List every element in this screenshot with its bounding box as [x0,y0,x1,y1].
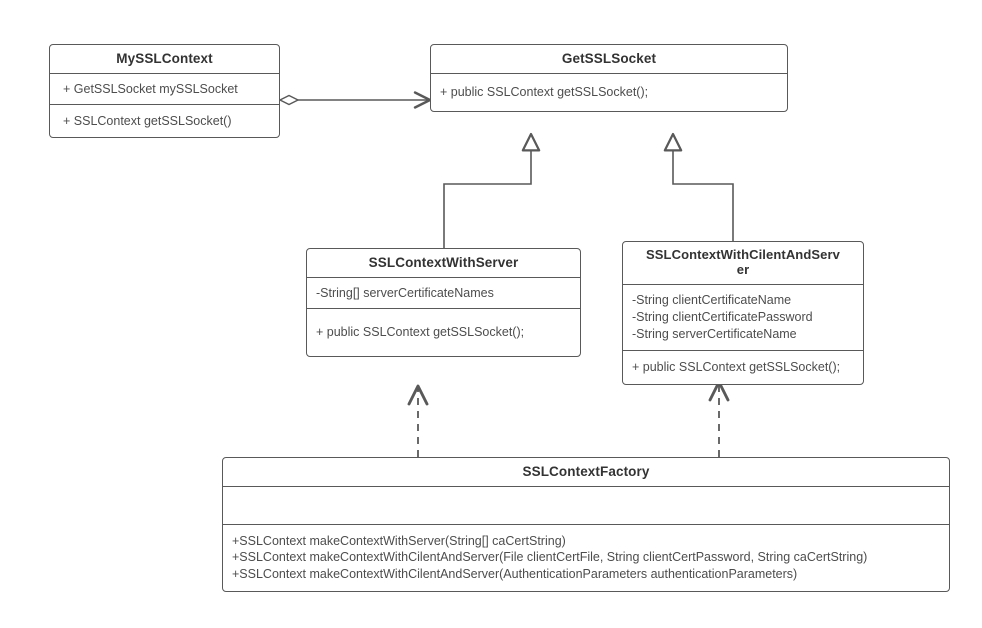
operation-row: +SSLContext makeContextWithCilentAndServ… [232,567,798,582]
operation-row: + SSLContext getSSLSocket() [63,113,232,128]
class-name-line-1: SSLContextWithCilentAndServ [646,247,840,262]
operations-compartment-mysslcontext: + SSLContext getSSLSocket() [50,103,279,137]
operation-row: + public SSLContext getSSLSocket(); [316,325,525,340]
edge-aggregation-mysslcontext-getsslsocket [279,91,432,109]
class-name-sslcontextwithserver: SSLContextWithServer [368,255,519,270]
operation-row: + public SSLContext getSSLSocket(); [440,85,649,100]
attributes-compartment-sslcontextfactory [223,485,949,524]
operation-row: +SSLContext makeContextWithServer(String… [232,533,566,548]
attribute-row: -String[] serverCertificateNames [316,285,494,300]
attribute-row: + GetSSLSocket mySSLSocket [63,81,238,96]
class-name-sslcontextwithcilentandserver: SSLContextWithCilentAndServ er [623,242,863,284]
operations-compartment-sslcontextwithserver: + public SSLContext getSSLSocket(); [307,307,580,356]
operations-compartment-sslcontextwithcilentandserver: + public SSLContext getSSLSocket(); [623,349,863,384]
class-name-getsslsocket: GetSSLSocket [561,51,657,66]
operation-row: + public SSLContext getSSLSocket(); [632,359,841,374]
attributes-compartment-sslcontextwithcilentandserver: -String clientCertificateName -String cl… [623,283,863,350]
class-name-mysslcontext: MySSLContext [116,51,213,66]
class-name-sslcontextfactory: SSLContextFactory [522,464,650,479]
attribute-row: -String clientCertificatePassword [632,309,813,324]
attribute-row: -String serverCertificateName [632,326,797,341]
class-box-getsslsocket[interactable]: GetSSLSocket + public SSLContext getSSLS… [430,44,788,112]
class-box-sslcontextwithcilentandserver[interactable]: SSLContextWithCilentAndServ er -String c… [622,241,864,385]
operation-row: +SSLContext makeContextWithCilentAndServ… [232,550,868,565]
class-box-sslcontextwithserver[interactable]: SSLContextWithServer -String[] serverCer… [306,248,581,357]
operations-compartment-sslcontextfactory: +SSLContext makeContextWithServer(String… [223,523,949,592]
attribute-row: -String clientCertificateName [632,292,792,307]
operations-compartment-getsslsocket: + public SSLContext getSSLSocket(); [431,72,787,111]
attributes-compartment-sslcontextwithserver: -String[] serverCertificateNames [307,276,580,308]
edge-generalization-clientserver-getsslsocket [663,132,734,241]
class-box-mysslcontext[interactable]: MySSLContext + GetSSLSocket mySSLSocket … [49,44,280,138]
class-name-line-2: er [736,261,750,277]
attributes-compartment-mysslcontext: + GetSSLSocket mySSLSocket [50,72,279,104]
class-box-sslcontextfactory[interactable]: SSLContextFactory +SSLContext makeContex… [222,457,950,593]
edge-generalization-withserver-getsslsocket [443,132,541,248]
